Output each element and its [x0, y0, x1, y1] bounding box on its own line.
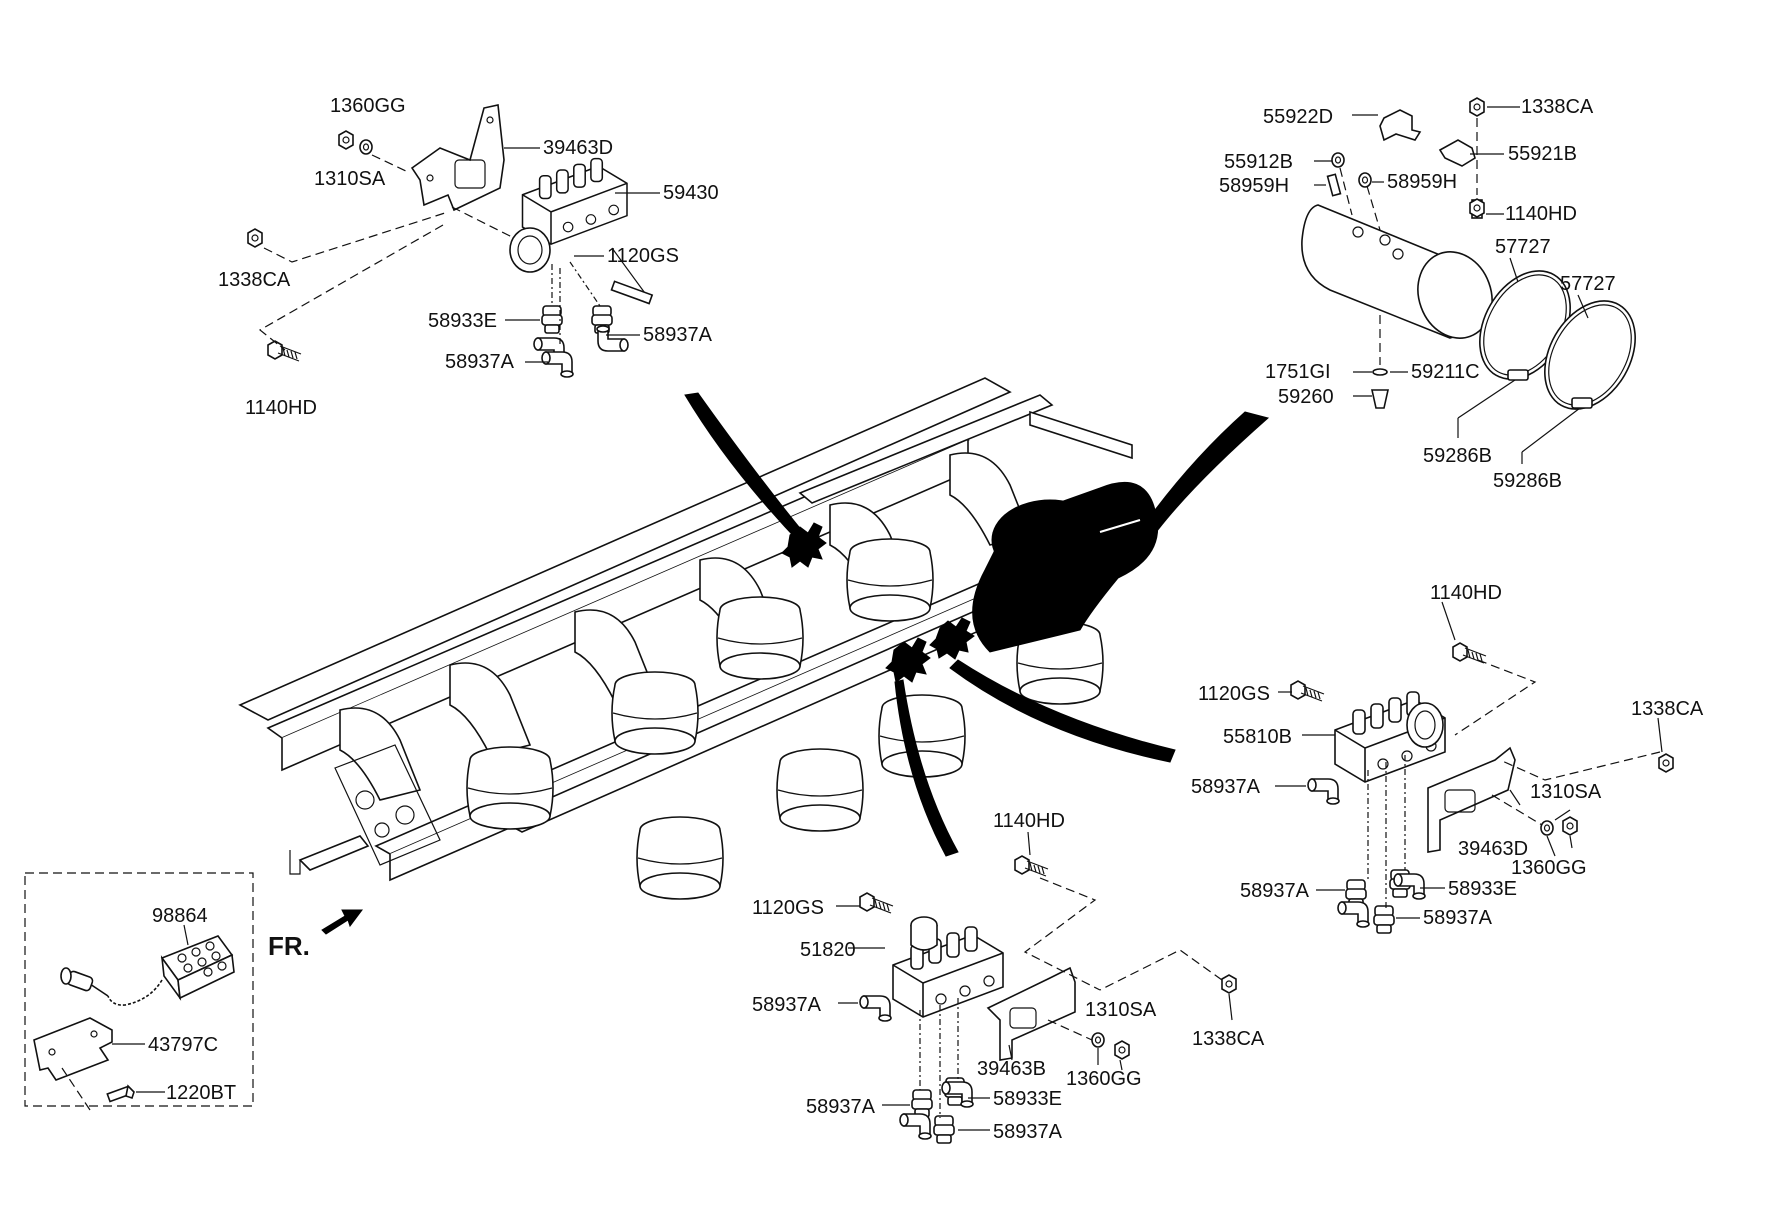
label-1120gs-mr: 1120GS — [1198, 683, 1270, 705]
front-direction-arrow — [321, 909, 363, 935]
label-1751gi: 1751GI — [1265, 361, 1331, 383]
label-59260: 59260 — [1278, 386, 1334, 408]
label-98864: 98864 — [152, 905, 208, 927]
valve-silhouette-right — [929, 617, 975, 660]
label-59286b-2: 59286B — [1493, 470, 1562, 492]
label-58937a-mr-1: 58937A — [1191, 776, 1261, 798]
front-label: FR. — [268, 931, 310, 961]
pointer-wedge-mid-right — [949, 659, 1176, 763]
label-58937a-tl-1: 58937A — [643, 324, 713, 346]
label-39463d-mr: 39463D — [1458, 838, 1528, 860]
label-1310sa-tl: 1310SA — [314, 168, 386, 190]
label-43797c: 43797C — [148, 1034, 218, 1056]
label-58937a-tl-2: 58937A — [445, 351, 515, 373]
label-1360gg-tl: 1360GG — [330, 95, 406, 117]
label-1310sa-mr: 1310SA — [1530, 781, 1602, 803]
label-39463b: 39463B — [977, 1058, 1046, 1080]
label-58937a-bc-2: 58937A — [806, 1096, 876, 1118]
tank-silhouette — [972, 481, 1159, 653]
label-59286b-1: 59286B — [1423, 445, 1492, 467]
label-1140hd-bc: 1140HD — [993, 810, 1065, 832]
label-58937a-mr-3: 58937A — [1423, 907, 1493, 929]
label-51820: 51820 — [800, 939, 856, 961]
label-57727-1: 57727 — [1495, 236, 1551, 258]
label-58933e-mr: 58933E — [1448, 878, 1517, 900]
label-58937a-bc-3: 58937A — [993, 1121, 1063, 1143]
label-1360gg-bc: 1360GG — [1066, 1068, 1142, 1090]
label-1338ca-tr: 1338CA — [1521, 96, 1594, 118]
label-58933e-bc: 58933E — [993, 1088, 1062, 1110]
label-58937a-bc-1: 58937A — [752, 994, 822, 1016]
label-1120gs-bc: 1120GS — [752, 897, 824, 919]
pointer-wedge-top-left — [684, 392, 809, 546]
label-55922d: 55922D — [1263, 106, 1333, 128]
label-59211c: 59211C — [1411, 361, 1480, 383]
label-1120gs-tl: 1120GS — [607, 245, 679, 267]
label-1140hd-tr: 1140HD — [1505, 203, 1577, 225]
pointer-wedge-top-right — [1127, 411, 1270, 556]
valve-silhouette-mid — [885, 637, 931, 683]
label-55921b: 55921B — [1508, 143, 1577, 165]
label-58937a-mr-2: 58937A — [1240, 880, 1310, 902]
label-39463d-tl: 39463D — [543, 137, 613, 159]
label-1140hd-mr: 1140HD — [1430, 582, 1502, 604]
bottom-center-valve-assembly — [836, 831, 1237, 1144]
label-1338ca-bc: 1338CA — [1192, 1028, 1265, 1050]
label-1310sa-bc: 1310SA — [1085, 999, 1157, 1021]
label-1360gg-mr: 1360GG — [1511, 857, 1587, 879]
label-59430: 59430 — [663, 182, 719, 204]
label-55810b: 55810B — [1223, 726, 1292, 748]
label-58959h-1: 58959H — [1219, 175, 1289, 197]
label-1140hd-tl: 1140HD — [245, 397, 317, 419]
label-57727-2: 57727 — [1560, 273, 1616, 295]
pointer-wedge-bottom — [894, 679, 959, 857]
air-tank-assembly — [1301, 97, 1636, 464]
label-58933e-tl: 58933E — [428, 310, 497, 332]
label-1338ca-mr: 1338CA — [1631, 698, 1704, 720]
label-58959h-2: 58959H — [1387, 171, 1457, 193]
top-left-valve-assembly — [247, 104, 660, 378]
label-1220bt: 1220BT — [166, 1082, 236, 1104]
remote-controller-inset — [24, 872, 254, 1111]
mid-right-valve-assembly — [1275, 601, 1674, 934]
label-1338ca-tl: 1338CA — [218, 269, 291, 291]
label-55912b: 55912B — [1224, 151, 1293, 173]
